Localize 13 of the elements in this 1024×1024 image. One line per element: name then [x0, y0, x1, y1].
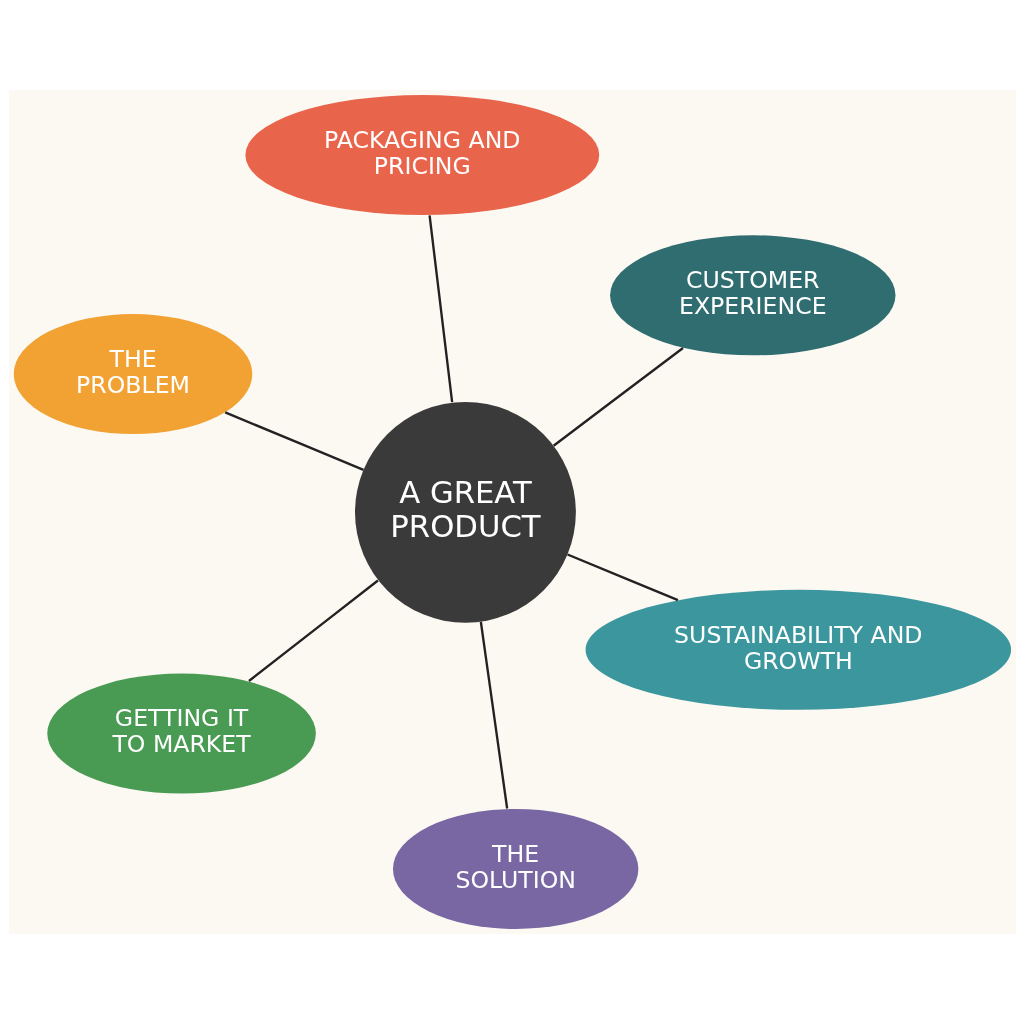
connector — [566, 553, 678, 602]
connector — [427, 215, 453, 403]
node-ellipse: CUSTOMER EXPERIENCE — [609, 235, 895, 356]
node-ellipse: SUSTAINABILITY AND GROWTH — [585, 589, 1011, 710]
node-ellipse: PACKAGING AND PRICING — [244, 95, 599, 216]
node-ellipse: GETTING IT TO MARKET — [46, 673, 316, 794]
node-circle: A GREAT PRODUCT — [354, 401, 576, 623]
connector — [247, 579, 379, 682]
node-ellipse: THE PROBLEM — [13, 314, 252, 435]
connector — [552, 347, 684, 447]
connector — [479, 621, 508, 809]
node-ellipse: THE SOLUTION — [392, 808, 638, 929]
connector — [224, 411, 364, 471]
